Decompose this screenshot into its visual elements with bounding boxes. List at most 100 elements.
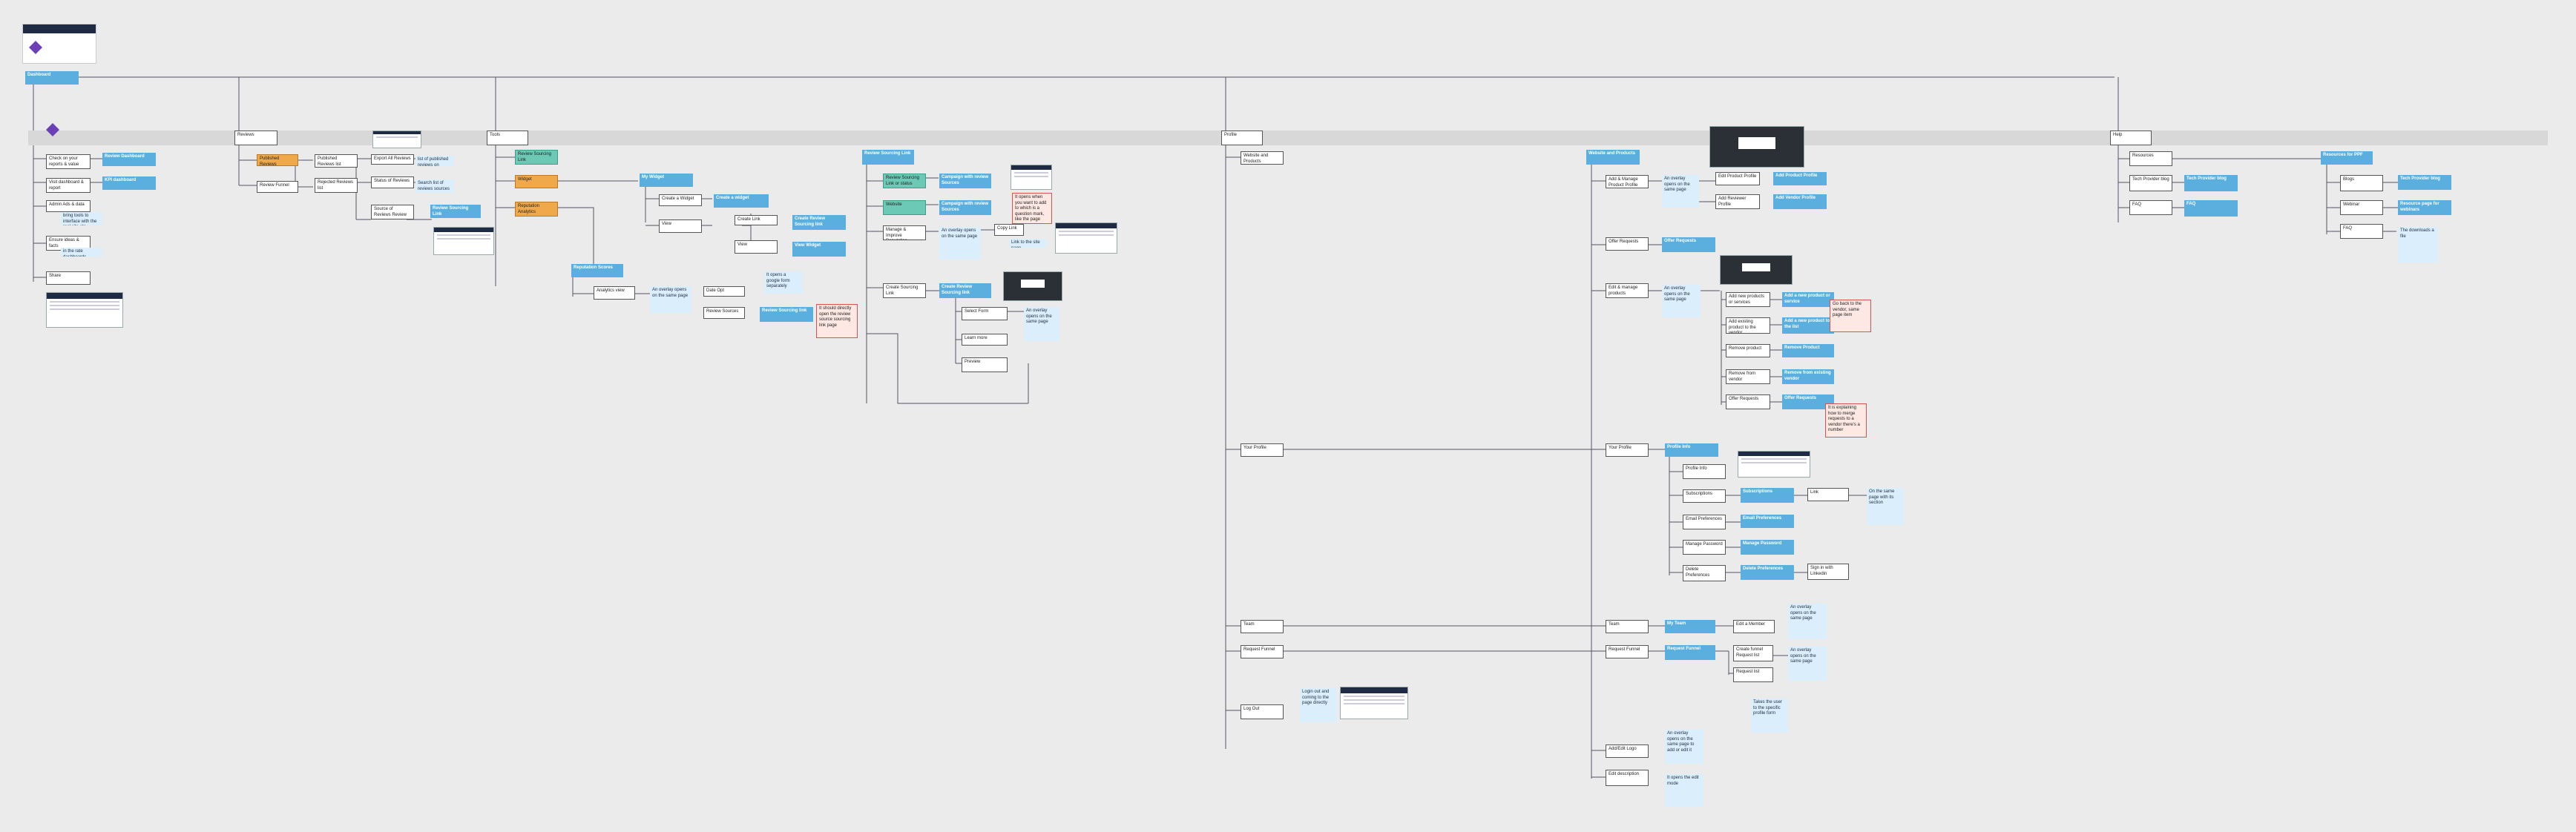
products-item[interactable]: Team — [1606, 620, 1649, 633]
sourcing-link[interactable]: Link to the site page — [1009, 239, 1046, 248]
edit-sub[interactable]: Offer Requests — [1726, 394, 1770, 409]
section-profile[interactable]: Profile — [1221, 131, 1263, 145]
sourcing-sub[interactable]: Select Form — [962, 307, 1008, 320]
reputation-item[interactable]: Review Sources — [703, 307, 745, 319]
your-profile-tail[interactable]: Sign in with Linkedin — [1807, 564, 1849, 580]
review-dashboard-action[interactable]: Review Dashboard — [102, 153, 156, 166]
copy-link[interactable]: Copy Link — [994, 224, 1024, 236]
resources-sub[interactable]: FAQ — [2340, 224, 2383, 239]
products-item[interactable]: Edit description — [1606, 770, 1649, 786]
your-profile-item[interactable]: Manage Password — [1683, 540, 1726, 555]
resources-title[interactable]: Resources for PPF — [2321, 151, 2373, 165]
your-profile-item[interactable]: Delete Preferences — [1683, 565, 1726, 581]
sourcing-action[interactable]: Campaign with review Sources — [939, 200, 991, 215]
profile-action[interactable]: Add Vendor Profile — [1773, 194, 1827, 209]
help-item[interactable]: Resources — [2129, 151, 2172, 166]
reviews-action[interactable]: Review Sourcing Link — [430, 205, 481, 218]
create-widget-action[interactable]: Create a widget — [714, 194, 769, 208]
dashboard-item[interactable]: Share — [46, 271, 91, 285]
dashboard-item[interactable]: Admin Ads & data — [46, 200, 91, 212]
request-funnel-sub[interactable]: Request list — [1733, 667, 1773, 682]
widget-sub[interactable]: Create Link — [735, 215, 778, 225]
team-sub[interactable]: Edit a Member — [1733, 620, 1775, 633]
sourcing-item[interactable]: Create Sourcing Link — [883, 283, 926, 298]
reviews-item[interactable]: Rejected Reviews list — [315, 178, 358, 193]
sourcing-item[interactable]: Review Sourcing Link or status — [883, 174, 926, 188]
help-item[interactable]: FAQ — [2129, 200, 2172, 215]
your-profile-action[interactable]: Email Preferences — [1741, 515, 1794, 528]
products-item[interactable]: Add & Manage Product Profile — [1606, 175, 1649, 188]
your-profile-title[interactable]: Profile Info — [1665, 443, 1718, 457]
products-item[interactable]: Offer Requests — [1606, 237, 1649, 251]
your-profile-action[interactable]: Manage Password — [1741, 540, 1794, 555]
resources-sub[interactable]: Webinar — [2340, 200, 2383, 215]
reviews-item[interactable]: Published Reviews — [257, 154, 298, 166]
tools-item[interactable]: Reputation Analytics — [515, 202, 558, 217]
widget-action[interactable]: Create Review Sourcing link — [792, 215, 846, 230]
sourcing-action[interactable]: Campaign with review Sources — [939, 174, 991, 188]
profile-item[interactable]: Your Profile — [1241, 443, 1284, 457]
reputation-item[interactable]: Date Opt — [703, 286, 745, 297]
edit-action[interactable]: Remove from existing vendor — [1782, 369, 1834, 384]
products-item[interactable]: Request Funnel — [1606, 645, 1649, 658]
sourcing-sub[interactable]: Learn more — [962, 334, 1008, 346]
sourcing-item[interactable]: Website — [883, 200, 926, 215]
resources-action[interactable]: Resource page for webinars — [2398, 200, 2451, 215]
offer-action[interactable]: Offer Requests — [1662, 237, 1715, 252]
reputation-item[interactable]: Analytics view — [594, 286, 635, 300]
reviews-row[interactable]: Status of Reviews — [371, 176, 414, 188]
tools-item[interactable]: Review Sourcing Link — [515, 150, 558, 165]
resources-action[interactable]: Tech Provider blog — [2398, 175, 2451, 190]
products-title[interactable]: Website and Products — [1586, 150, 1640, 165]
reviews-item[interactable]: Review Funnel — [257, 181, 298, 193]
help-action[interactable]: Tech Provider blog — [2184, 175, 2238, 191]
section-dashboard[interactable]: Dashboard — [25, 71, 79, 85]
sourcing-title[interactable]: Review Sourcing Link — [862, 150, 914, 165]
edit-sub[interactable]: Add existing product to the vendor — [1726, 317, 1770, 334]
profile-item[interactable]: Log Out — [1241, 704, 1284, 719]
sourcing-sub[interactable]: Preview — [962, 357, 1008, 372]
reviews-row[interactable]: Source of Reviews Review — [371, 205, 414, 219]
kpi-dashboard-action[interactable]: KPI dashboard — [102, 176, 156, 190]
section-help[interactable]: Help — [2110, 131, 2152, 145]
help-action[interactable]: FAQ — [2184, 200, 2238, 217]
resources-sub[interactable]: Blogs — [2340, 175, 2383, 191]
profile-action[interactable]: Add Product Profile — [1773, 172, 1827, 185]
sourcing-item[interactable]: Manage & Improve Reputation — [883, 225, 926, 240]
your-profile-action[interactable]: Subscriptions — [1741, 488, 1794, 503]
products-item[interactable]: Add/Edit Logo — [1606, 744, 1649, 758]
sourcing-action[interactable]: Create Review Sourcing link — [939, 283, 991, 298]
reviews-row[interactable]: Export All Reviews — [371, 154, 414, 165]
help-item[interactable]: Tech Provider blog — [2129, 175, 2172, 191]
section-reviews[interactable]: Reviews — [234, 131, 277, 145]
profile-item[interactable]: Team — [1241, 620, 1284, 633]
dashboard-item[interactable]: Check on your reports & value — [46, 154, 91, 169]
team-action[interactable]: My Team — [1665, 620, 1715, 633]
edit-action[interactable]: Offer Requests — [1782, 394, 1834, 409]
request-funnel-sub[interactable]: Create funnel Request list — [1733, 645, 1773, 661]
edit-action[interactable]: Add a new product to the list — [1782, 317, 1834, 334]
widget-action[interactable]: View Widget — [792, 242, 846, 257]
edit-sub[interactable]: Add new products or services — [1726, 292, 1770, 307]
your-profile-item[interactable]: Email Preferences — [1683, 515, 1726, 529]
section-tools[interactable]: Tools — [487, 131, 528, 145]
your-profile-item[interactable]: Subscriptions — [1683, 489, 1726, 503]
edit-action[interactable]: Add a new product or service — [1782, 292, 1834, 307]
request-funnel-action[interactable]: Request Funnel — [1665, 645, 1715, 660]
profile-item[interactable]: Request Funnel — [1241, 645, 1284, 658]
your-profile-action[interactable]: Delete Preferences — [1741, 565, 1794, 580]
your-profile-item[interactable]: Profile Info — [1683, 464, 1726, 479]
tools-item[interactable]: Widget — [515, 175, 558, 188]
dashboard-item[interactable]: Visit dashboard & report — [46, 178, 91, 193]
products-item[interactable]: Edit & manage products — [1606, 283, 1649, 298]
reviews-item[interactable]: Published Reviews list — [315, 154, 358, 168]
widget-item[interactable]: Create a Widget — [659, 194, 702, 206]
your-profile-tail[interactable]: Link — [1807, 488, 1849, 501]
reputation-sourcing-action[interactable]: Review Sourcing link — [760, 307, 813, 322]
widget-sub[interactable]: View — [735, 240, 778, 254]
my-widget-action[interactable]: My Widget — [640, 174, 693, 187]
products-item[interactable]: Your Profile — [1606, 443, 1649, 457]
profile-item[interactable]: Website and Products — [1241, 151, 1284, 165]
profile-sub[interactable]: Edit Product Profile — [1715, 172, 1760, 185]
reputation-action[interactable]: Reputation Scores — [571, 264, 623, 277]
